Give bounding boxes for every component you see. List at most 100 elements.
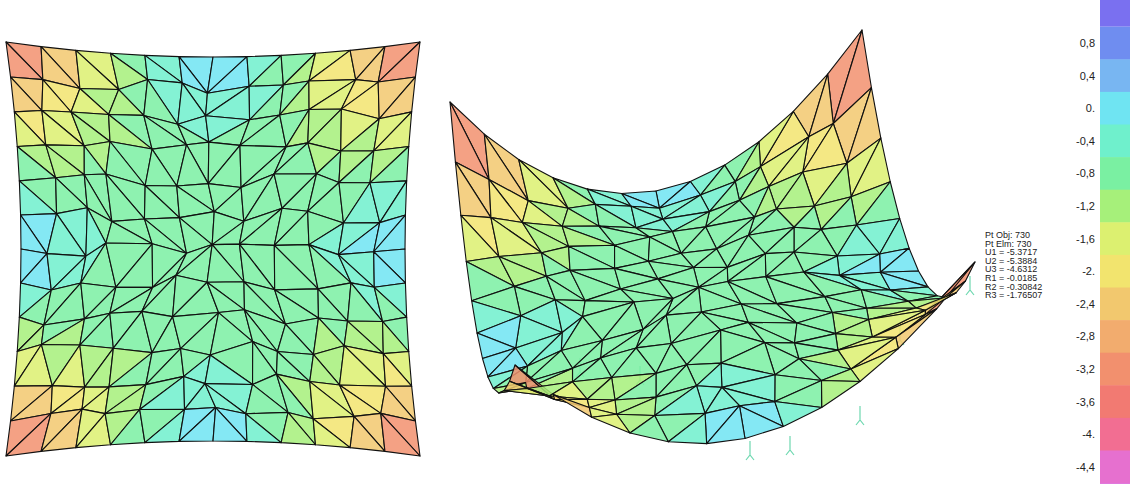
shell-element (338, 255, 374, 288)
point-readout: Pt Obj: 730Pt Elm: 730U1 = -5.3717U2 = -… (985, 231, 1042, 300)
shell-element (837, 254, 879, 275)
shell-element (109, 348, 152, 387)
shell-element (339, 151, 374, 183)
shell-element (880, 248, 918, 272)
shell-element (80, 345, 114, 387)
shell-element (208, 145, 241, 187)
legend-swatch (1100, 27, 1130, 60)
shell-element (461, 215, 499, 261)
shell-element (612, 373, 656, 400)
shell-element (140, 409, 185, 442)
support-markers (511, 276, 974, 460)
shell-element (378, 42, 420, 82)
shell-element (612, 348, 656, 378)
readout-line: U3 = -4.6312 (985, 265, 1042, 274)
shell-element (491, 218, 542, 257)
shell-element (207, 282, 244, 312)
legend-swatch (1100, 320, 1130, 353)
shell-element (206, 86, 250, 120)
shell-element (587, 377, 615, 399)
shell-element (916, 293, 956, 310)
shell-element (310, 354, 340, 385)
shell-element (851, 349, 898, 382)
shell-element (455, 162, 491, 217)
legend-value: -2. (1082, 265, 1095, 277)
legend-swatch (1100, 255, 1130, 288)
shell-element (374, 112, 412, 151)
shell-element (837, 225, 879, 256)
shell-element (145, 149, 177, 186)
readout-line: Pt Obj: 730 (985, 231, 1042, 240)
color-bar (1100, 0, 1130, 484)
shell-element (857, 182, 900, 225)
legend-value: -3,2 (1076, 363, 1095, 375)
shell-element (455, 162, 491, 217)
legend-value: 0. (1086, 102, 1095, 114)
plan-view-mesh (6, 42, 420, 456)
shell-element (106, 221, 152, 243)
shell-element (240, 115, 286, 147)
shell-element (41, 319, 84, 345)
shell-element (562, 208, 599, 226)
legend-value: -0,8 (1076, 167, 1095, 179)
shell-element (71, 112, 110, 146)
shell-element (19, 181, 56, 215)
shell-element (383, 352, 411, 387)
shell-element (338, 223, 379, 255)
legend-value: -3,6 (1076, 396, 1095, 408)
shell-element (145, 55, 182, 83)
shell-element (510, 381, 555, 399)
legend-value: -4. (1082, 428, 1095, 440)
shell-element (374, 287, 406, 321)
shell-element (106, 174, 145, 221)
shell-element (309, 50, 356, 81)
legend-swatch (1100, 353, 1130, 386)
shell-element (76, 414, 111, 448)
legend-swatch (1100, 451, 1130, 484)
shell-element (52, 345, 84, 387)
shell-element (668, 413, 706, 443)
legend-swatch (1100, 385, 1130, 418)
shell-element (179, 408, 216, 442)
legend-value: 0,4 (1080, 70, 1095, 82)
shell-element (80, 313, 114, 348)
legend-swatch (1100, 157, 1130, 190)
shell-element (896, 309, 937, 349)
shell-element (106, 243, 152, 287)
legend-swatch (1100, 222, 1130, 255)
shell-element (338, 252, 374, 288)
shell-element (775, 402, 822, 427)
shell-element (21, 215, 47, 254)
shell-element (144, 186, 179, 219)
shell-element (370, 147, 409, 183)
legend-value: -1,6 (1076, 233, 1095, 245)
readout-line: R2 = -0.30842 (985, 283, 1042, 292)
shell-element (84, 146, 106, 175)
legend-value: 0,8 (1080, 37, 1095, 49)
legend-value: -1,2 (1076, 200, 1095, 212)
legend-swatch (1100, 125, 1130, 158)
shell-element (286, 110, 309, 147)
shell-element (592, 414, 630, 433)
shell-element (374, 252, 406, 288)
support-symbol (746, 441, 754, 460)
shell-element (776, 172, 814, 209)
color-band (1100, 0, 1130, 27)
legend-value: -0,4 (1076, 135, 1095, 147)
shell-element (142, 275, 176, 316)
shell-element (116, 244, 153, 288)
shell-element (111, 409, 145, 444)
shell-element (585, 289, 634, 302)
shell-element (280, 110, 309, 147)
shell-element (595, 204, 636, 227)
readout-line: U2 = -5.3884 (985, 257, 1042, 266)
shell-element (562, 226, 614, 246)
shell-element (694, 249, 728, 268)
support-symbol (786, 436, 794, 455)
shell-element (249, 85, 283, 120)
readout-line: R3 = -1.76507 (985, 291, 1042, 300)
legend-swatch (1100, 190, 1130, 223)
shell-element (383, 354, 411, 387)
shell-element (553, 395, 591, 418)
